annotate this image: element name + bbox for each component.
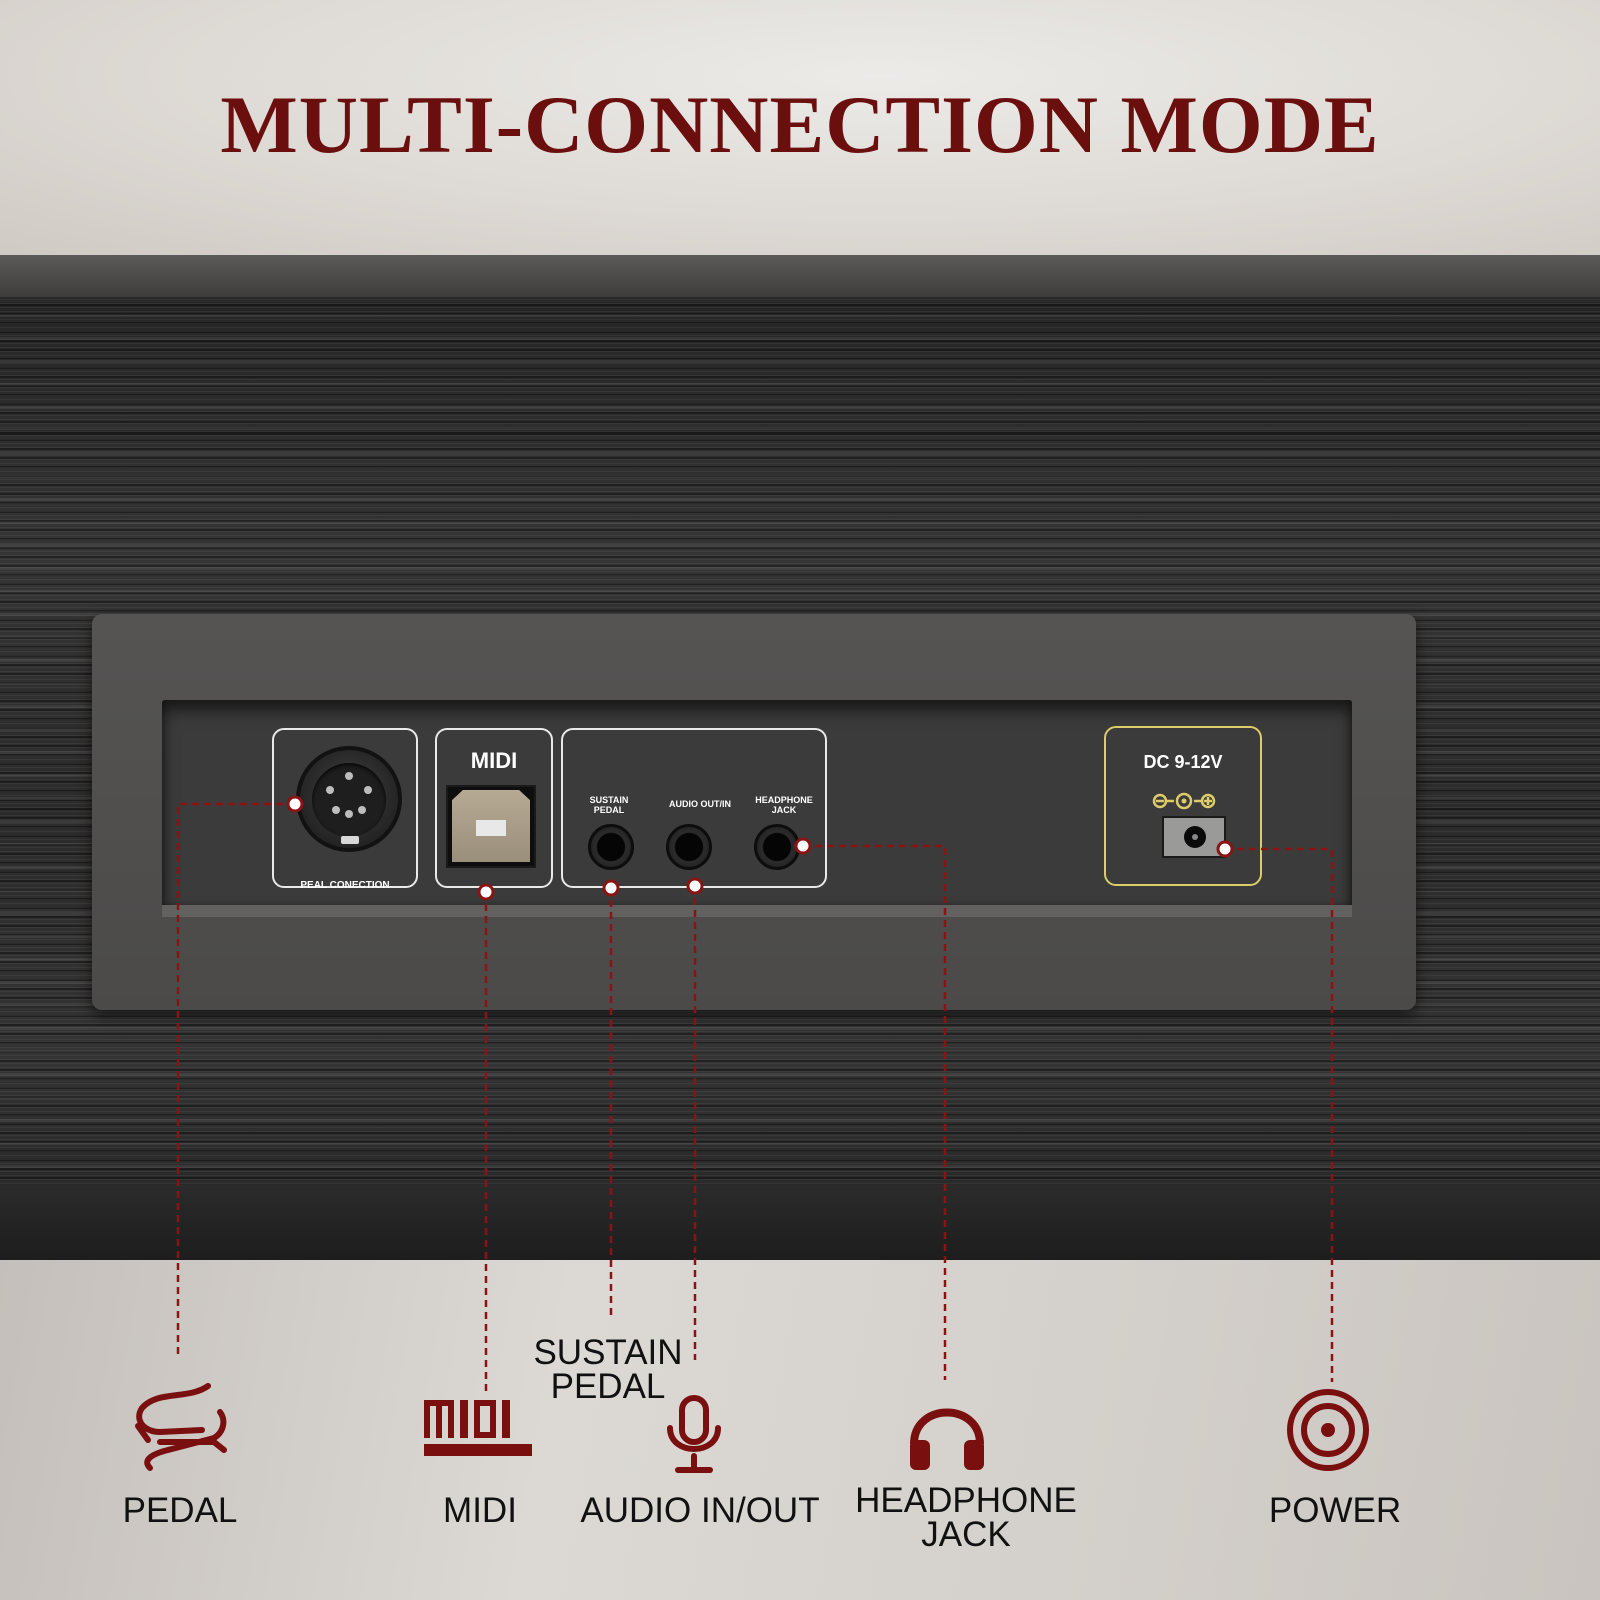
sustain-pedal-port-text: SUSTAIN PEDAL (589, 795, 629, 815)
din-pin (326, 786, 334, 794)
din-pin (364, 786, 372, 794)
headphone-callout-dot (794, 837, 812, 855)
headphone-port-text: HEADPHONE JACK (755, 795, 813, 815)
midi-port-frame (435, 728, 553, 888)
audio-callout-label: AUDIO IN/OUT (580, 1491, 820, 1530)
audio-jack (666, 824, 712, 870)
power-leader-line (1225, 847, 1334, 1382)
wood-top-edge (0, 255, 1600, 297)
midi-callout-label: MIDI (443, 1491, 517, 1530)
pedal-callout-dot (286, 795, 304, 813)
power-icon (1287, 1389, 1369, 1471)
dc-socket-pin (1192, 834, 1198, 840)
din-pin (345, 810, 353, 818)
midi-port-label: MIDI (470, 748, 518, 773)
headphone-callout-label: HEADPHONE JACK (846, 1481, 1086, 1554)
headphone-leader-line (803, 844, 947, 1380)
din-pin (358, 806, 366, 814)
midi-callout-dot (477, 883, 495, 901)
page-title: MULTI-CONNECTION MODE (220, 79, 1380, 170)
sustain-pedal-port-label: SUSTAIN PEDAL (574, 795, 644, 815)
wood-seam (0, 432, 1600, 435)
header-background (0, 0, 1600, 255)
polarity-symbol-icon (1152, 792, 1216, 810)
pedal-connection-label: PEAL CONECTION (300, 880, 390, 891)
headphone-jack (754, 824, 800, 870)
power-callout-dot (1216, 840, 1234, 858)
headphone-port-label: HEADPHONE JACK (744, 795, 824, 815)
din-pin (345, 772, 353, 780)
sustain-pedal-jack (588, 824, 634, 870)
midi-logo-icon (424, 1400, 532, 1456)
dc-port-frame (1104, 726, 1262, 886)
pedal-icon (135, 1383, 227, 1471)
audio-port-label: AUDIO OUT/IN (669, 799, 731, 809)
recess-ledge (162, 905, 1352, 917)
din-pin (332, 806, 340, 814)
din-key (341, 836, 359, 844)
sustain-pedal-callout-label: SUSTAIN PEDAL (520, 1333, 696, 1406)
audio-callout-dot (686, 877, 704, 895)
wood-bottom-edge (0, 1185, 1600, 1260)
power-callout-label: POWER (1268, 1491, 1402, 1530)
pedal-callout-label: PEDAL (122, 1491, 238, 1530)
pedal-port-frame (272, 728, 418, 888)
sustain-pedal-callout-text: SUSTAIN PEDAL (533, 1333, 683, 1406)
sustain-callout-dot (602, 879, 620, 897)
usb-b-port-slot (476, 820, 506, 836)
dc-voltage-label: DC 9-12V (1143, 752, 1223, 772)
microphone-icon (667, 1395, 721, 1473)
headphone-icon (910, 1408, 984, 1470)
headphone-callout-text: HEADPHONE JACK (855, 1481, 1077, 1554)
pedal-leader-line (176, 802, 295, 1356)
